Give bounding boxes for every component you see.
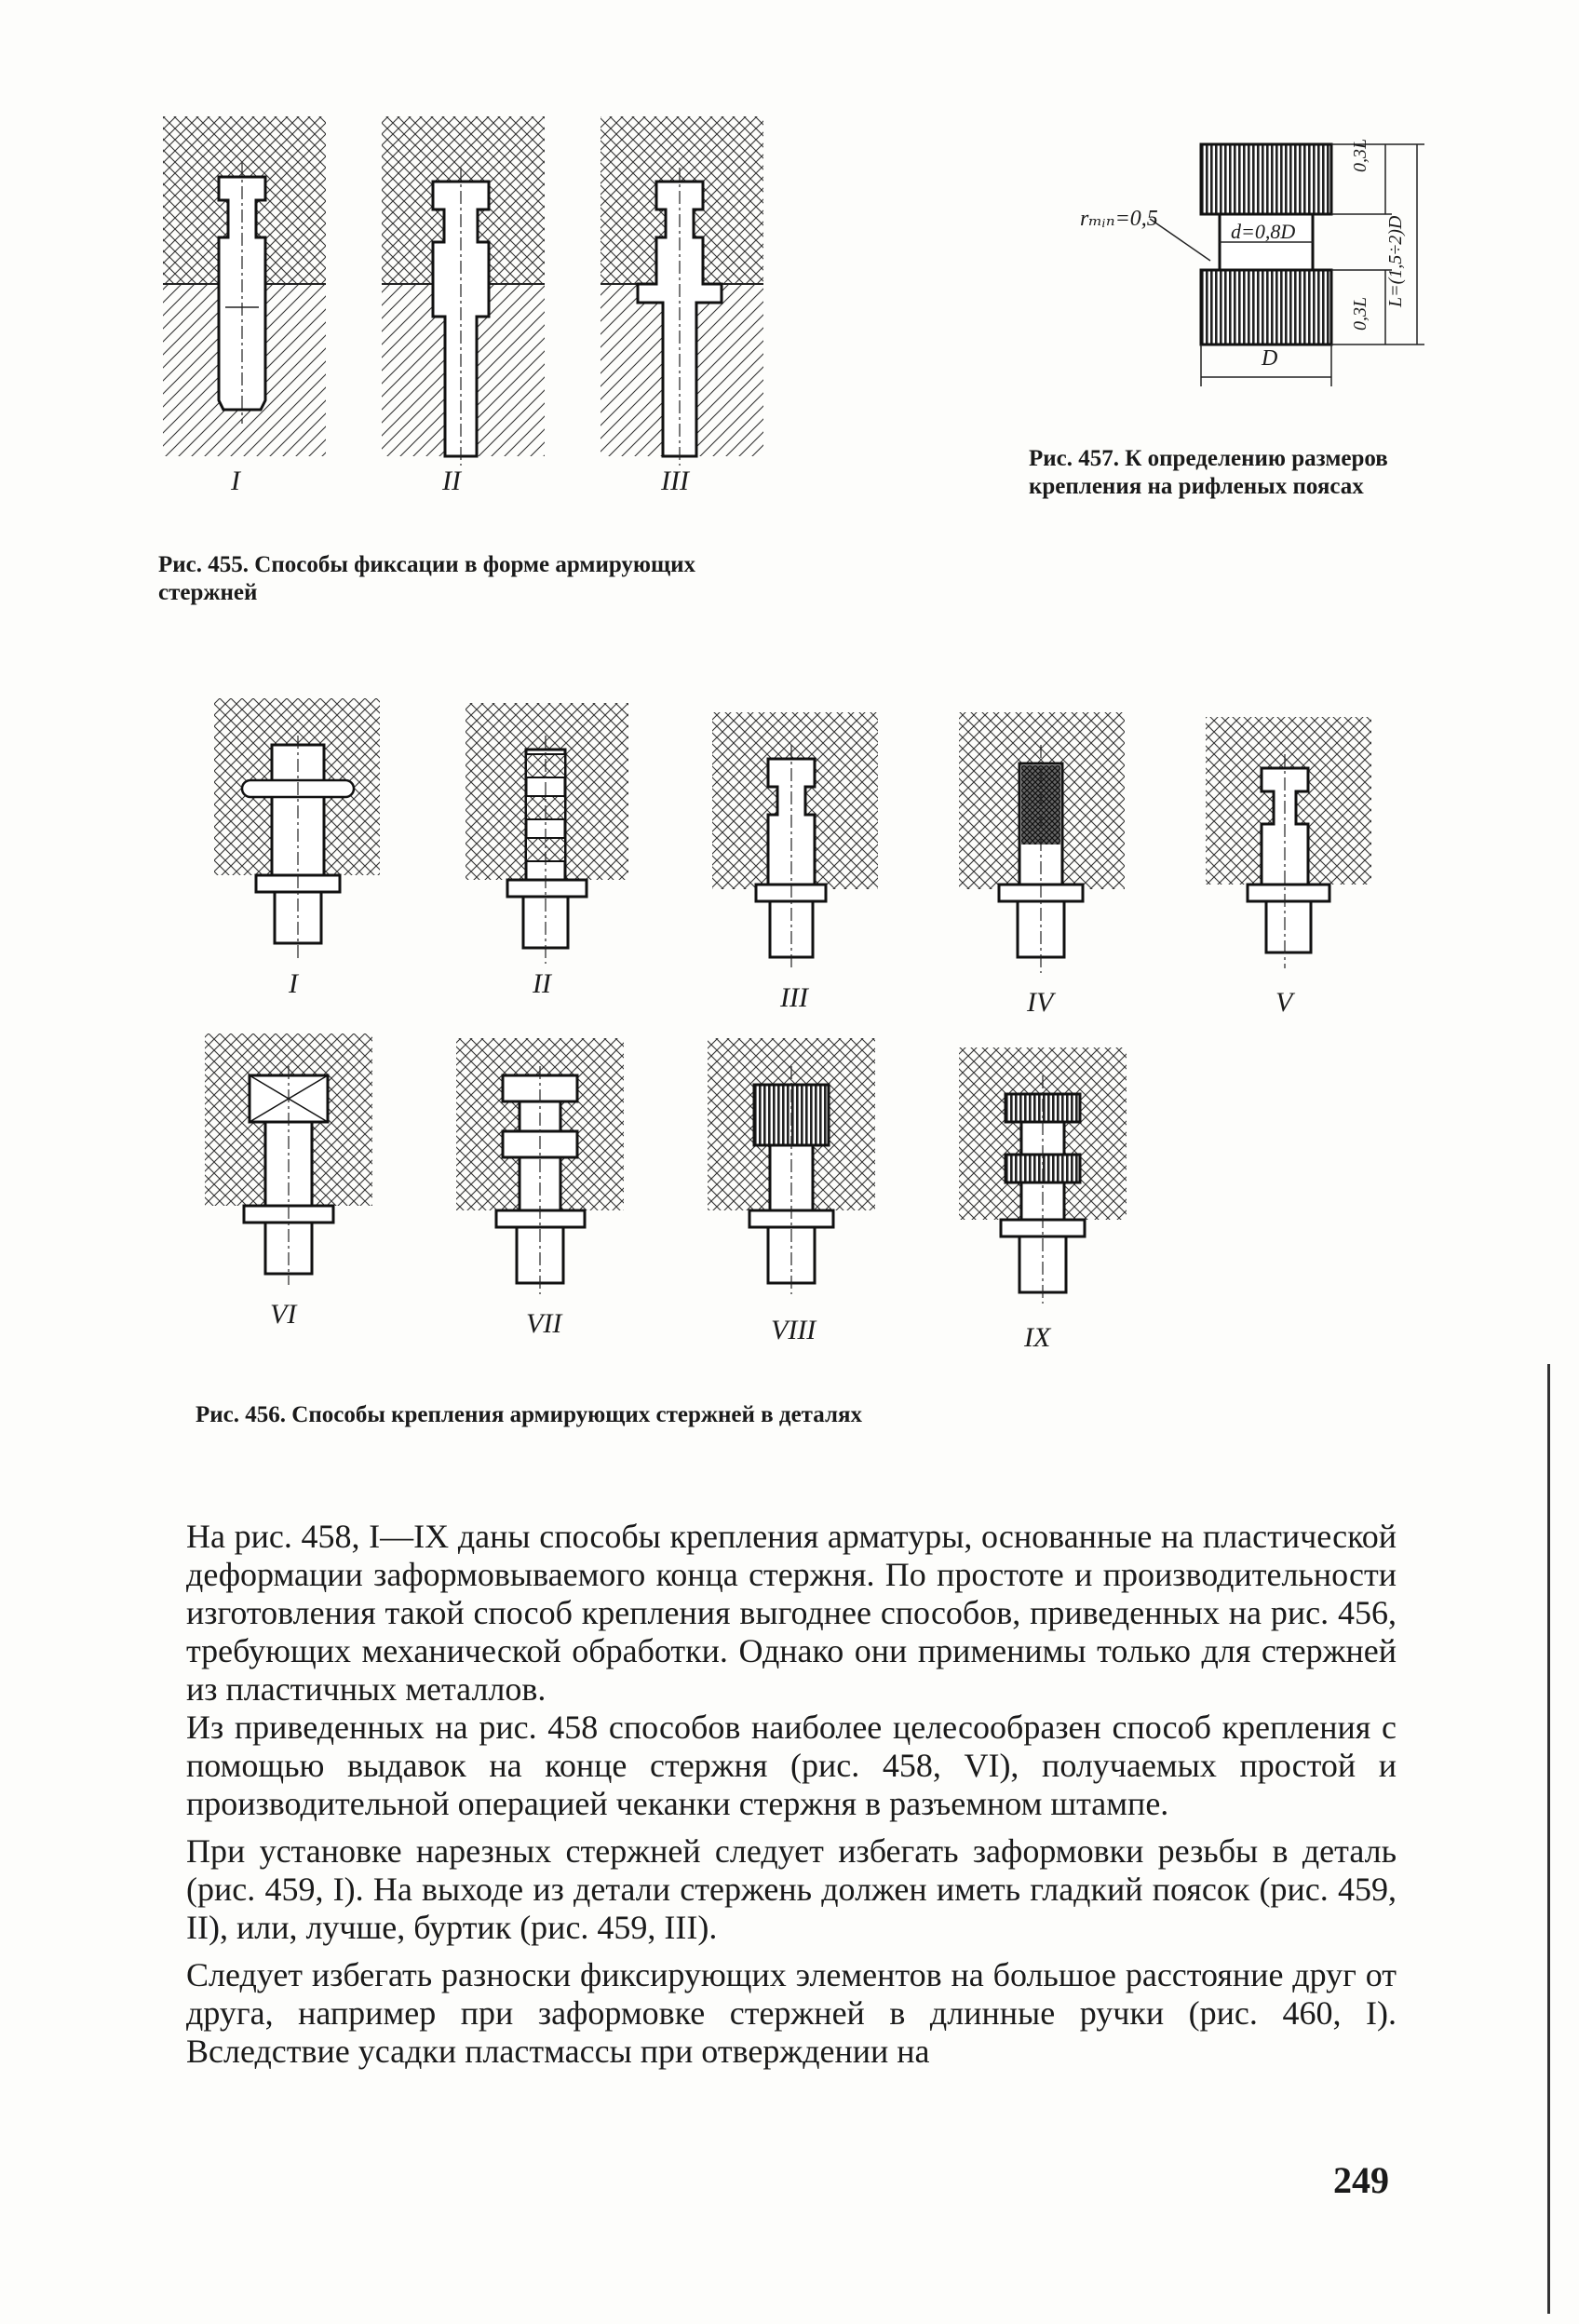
paragraph-3: При установке нарезных стержней следует … xyxy=(186,1832,1397,1946)
fig457-bottom-label: 0,3L xyxy=(1350,296,1370,331)
figure-457-drawing xyxy=(1149,142,1424,386)
body-text: На рис. 458, I—IX даны способы крепления… xyxy=(186,1518,1397,2071)
fig456-variant-9 xyxy=(959,1047,1127,1304)
fig457-D-label: D xyxy=(1262,346,1278,371)
fig456-label-3: III xyxy=(780,982,808,1013)
figure-455-drawing xyxy=(163,116,763,466)
fig456-variant-8 xyxy=(708,1038,875,1294)
fig456-variant-5 xyxy=(1206,717,1371,968)
fig456-variant-3 xyxy=(712,712,878,968)
fig457-rmin-label: rₘᵢₙ=0,5 xyxy=(1080,207,1158,231)
fig456-label-5: V xyxy=(1275,987,1293,1018)
fig456-label-6: VI xyxy=(270,1299,297,1330)
fig456-variant-1 xyxy=(214,698,380,959)
fig455-variant-2 xyxy=(382,116,545,466)
paragraph-2: Из приведенных на рис. 458 способов наиб… xyxy=(186,1709,1397,1822)
fig456-label-8: VIII xyxy=(771,1315,816,1345)
fig456-label-4: IV xyxy=(1027,987,1054,1018)
fig455-label-1: I xyxy=(231,466,240,496)
fig457-caption: Рис. 457. К определению размеров креплен… xyxy=(1029,446,1388,499)
fig456-label-1: I xyxy=(289,968,298,999)
fig455-label-3: III xyxy=(661,466,689,496)
fig457-L-label: L=(1,5÷2)D xyxy=(1385,215,1406,307)
fig456-caption: Рис. 456. Способы крепления армирующих с… xyxy=(196,1402,863,1427)
fig456-label-2: II xyxy=(533,968,551,999)
fig455-variant-1 xyxy=(163,116,326,456)
fig456-variant-6 xyxy=(205,1034,372,1285)
paragraph-1: На рис. 458, I—IX даны способы крепления… xyxy=(186,1518,1397,1708)
fig456-variant-4 xyxy=(959,712,1125,973)
fig457-d-label: d=0,8D xyxy=(1231,220,1296,243)
paragraph-4: Следует избегать разноски фиксирующих эл… xyxy=(186,1956,1397,2070)
fig457-top-label: 0,3L xyxy=(1350,138,1370,172)
fig455-variant-3 xyxy=(601,116,763,466)
right-margin-rule xyxy=(1547,1364,1550,2314)
figure-456-drawing xyxy=(205,698,1371,1304)
fig455-caption: Рис. 455. Способы фиксации в форме армир… xyxy=(158,552,696,605)
fig456-variant-2 xyxy=(466,703,628,964)
fig456-label-9: IX xyxy=(1024,1322,1051,1353)
fig456-label-7: VII xyxy=(526,1308,562,1339)
page-number: 249 xyxy=(1333,2159,1389,2201)
fig456-variant-7 xyxy=(456,1038,624,1294)
fig455-label-2: II xyxy=(442,466,461,496)
